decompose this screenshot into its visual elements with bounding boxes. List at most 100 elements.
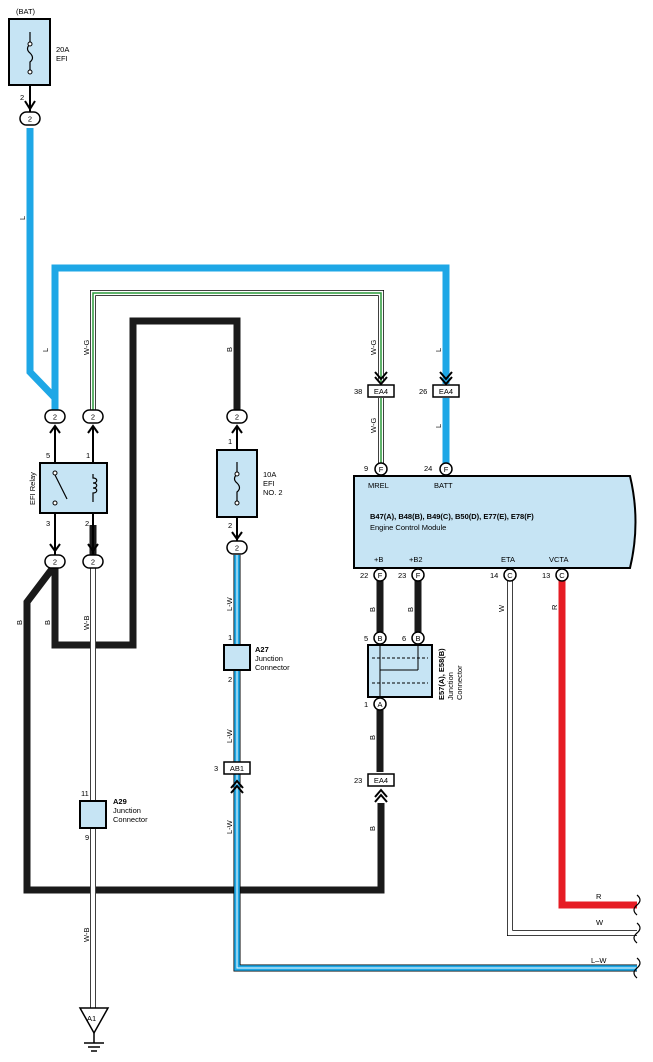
junction-e57-bot-pin: 1 A xyxy=(364,697,387,711)
svg-text:ETA: ETA xyxy=(501,555,515,564)
svg-text:B: B xyxy=(406,607,415,612)
svg-text:L: L xyxy=(434,424,443,428)
connector-ea4-b xyxy=(367,773,395,787)
fuse-efi2-pin-top: 1 xyxy=(228,437,232,446)
fuse-efi xyxy=(8,18,51,86)
svg-text:W: W xyxy=(497,604,506,612)
fuse-efi2-name: EFI xyxy=(263,479,275,488)
ecm-pin-eta: ETA 14 C xyxy=(490,555,517,582)
wire-b-long xyxy=(23,562,385,894)
bat-label: (BAT) xyxy=(16,7,36,16)
svg-text:2: 2 xyxy=(28,115,32,124)
fuse-efi2-top-connector: 2 xyxy=(226,409,248,424)
fuse-efi-pin: 2 xyxy=(20,93,24,102)
svg-text:2: 2 xyxy=(91,558,95,567)
ecm-connectors: B47(A), B48(B), B49(C), B50(D), E77(E), … xyxy=(370,512,534,521)
svg-text:R: R xyxy=(550,604,559,610)
svg-text:MREL: MREL xyxy=(368,481,389,490)
svg-text:L: L xyxy=(434,348,443,352)
connector-ea4-wg xyxy=(367,384,395,398)
relay-pin-5: 5 xyxy=(46,451,50,460)
svg-text:B: B xyxy=(368,826,377,831)
svg-text:C: C xyxy=(559,571,565,580)
ea4-b-pin: 23 xyxy=(354,776,362,785)
junction-a29 xyxy=(79,800,107,829)
svg-text:+B: +B xyxy=(374,555,383,564)
fuse-efi2-bot-connector: 2 xyxy=(226,540,248,555)
junction-a27 xyxy=(223,644,251,671)
continuation-breaks xyxy=(633,894,641,979)
svg-text:2: 2 xyxy=(91,413,95,422)
ab1-pin: 3 xyxy=(214,764,218,773)
ecm-pin-mrel: 9 F MREL xyxy=(364,462,389,490)
relay-pin-3: 3 xyxy=(46,519,50,528)
a29-line1: Junction xyxy=(113,806,141,815)
efi-relay xyxy=(39,462,108,514)
svg-text:13: 13 xyxy=(542,571,550,580)
svg-text:F: F xyxy=(444,465,449,474)
a27-pin-bot: 2 xyxy=(228,675,232,684)
wire-l-fuse-to-relay xyxy=(26,128,59,410)
cont-label-r: R xyxy=(596,892,602,901)
svg-text:F: F xyxy=(379,465,384,474)
svg-text:L-W: L-W xyxy=(225,728,234,743)
fuse-efi2-rating: 10A xyxy=(263,470,276,479)
svg-text:F: F xyxy=(378,571,383,580)
svg-text:24: 24 xyxy=(424,464,432,473)
svg-text:2: 2 xyxy=(53,558,57,567)
svg-text:23: 23 xyxy=(398,571,406,580)
svg-text:L-W: L-W xyxy=(225,819,234,834)
connector-ab1 xyxy=(223,761,251,775)
junction-e57 xyxy=(367,644,433,698)
wire-r-vcta xyxy=(558,580,637,909)
wire-w-eta xyxy=(507,580,637,936)
svg-text:W-G: W-G xyxy=(82,340,91,355)
svg-text:B: B xyxy=(15,620,24,625)
svg-text:B: B xyxy=(415,634,420,643)
svg-text:B: B xyxy=(225,347,234,352)
a27-pin-top: 1 xyxy=(228,633,232,642)
a29-pin-top: 11 xyxy=(81,789,89,798)
junction-e57-top-pins: 5 B 6 B xyxy=(364,631,425,645)
svg-text:L: L xyxy=(18,216,27,220)
ecm-pin-plusb: +B 22 F xyxy=(360,555,387,582)
cont-label-lw: L–W xyxy=(591,956,607,965)
svg-text:VCTA: VCTA xyxy=(549,555,568,564)
svg-text:6: 6 xyxy=(402,634,406,643)
ea4-l-pin: 26 xyxy=(419,387,427,396)
svg-text:2: 2 xyxy=(235,413,239,422)
ecm-pin-plusb2: +B2 23 F xyxy=(398,555,425,582)
e57-line1: Junction xyxy=(446,672,455,700)
svg-text:L: L xyxy=(41,348,50,352)
e57-line2: Connector xyxy=(455,665,464,700)
cont-label-w: W xyxy=(596,918,604,927)
svg-text:W-B: W-B xyxy=(82,616,91,630)
svg-text:EA4: EA4 xyxy=(374,776,388,785)
svg-text:A: A xyxy=(377,700,382,709)
relay-pin-1: 1 xyxy=(86,451,90,460)
e57-label: E57(A), E58(B) xyxy=(437,648,446,700)
svg-text:2: 2 xyxy=(235,544,239,553)
fuse-efi-name: EFI xyxy=(56,54,68,63)
a29-line2: Connector xyxy=(113,815,148,824)
svg-text:22: 22 xyxy=(360,571,368,580)
wire-l-top-bus xyxy=(51,264,450,410)
ea4-wg-pin: 38 xyxy=(354,387,362,396)
relay-top-right-connector: 2 xyxy=(82,409,104,424)
svg-text:L-W: L-W xyxy=(225,596,234,611)
svg-text:14: 14 xyxy=(490,571,498,580)
svg-text:2: 2 xyxy=(53,413,57,422)
svg-text:AB1: AB1 xyxy=(230,764,244,773)
wires xyxy=(23,128,637,1008)
wire-b-loop xyxy=(51,317,241,649)
ground-id: A1 xyxy=(87,1014,96,1023)
fuse-efi-connector: 2 xyxy=(19,111,41,126)
ecm-pin-batt: 24 F BATT xyxy=(424,462,453,490)
fuse-efi2-name2: NO. 2 xyxy=(263,488,283,497)
ground-a1 xyxy=(78,1007,110,1052)
relay-bot-left-connector: 2 xyxy=(44,554,66,569)
svg-text:W-B: W-B xyxy=(82,928,91,942)
relay-bot-right-connector: 2 xyxy=(82,554,104,569)
svg-text:5: 5 xyxy=(364,634,368,643)
svg-text:B: B xyxy=(377,634,382,643)
